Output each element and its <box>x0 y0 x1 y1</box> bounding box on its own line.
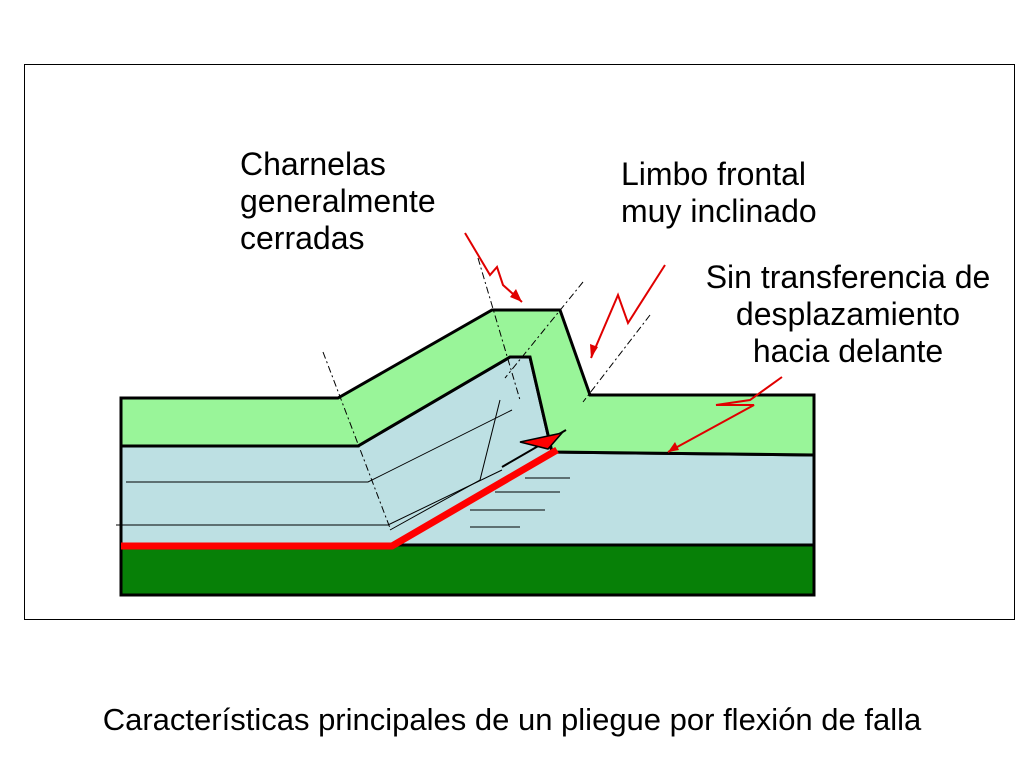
diagram-polygon <box>519 431 565 450</box>
hinges-annotation: Charnelas generalmente cerradas <box>240 146 436 257</box>
diagram-line <box>504 281 584 379</box>
front-limb-annotation: Limbo frontal muy inclinado <box>621 156 817 230</box>
annotation-line: hacia delante <box>752 333 944 369</box>
slip-arrow-icon <box>501 429 567 468</box>
arrowheads <box>510 289 679 452</box>
diagram-polyline <box>389 399 501 531</box>
diagram-polygon <box>590 344 598 358</box>
annotation-line: Limbo frontal <box>621 156 806 192</box>
diagram-polygon <box>510 289 522 302</box>
no-transfer-annotation: Sin transferencia de desplazamiento haci… <box>696 259 1000 370</box>
axial-traces <box>322 257 651 529</box>
annotation-line: Sin transferencia de <box>705 259 991 295</box>
diagram-line <box>322 351 391 529</box>
annotation-line: cerradas <box>240 220 365 256</box>
bedding-lines <box>116 399 570 531</box>
diagram-line <box>477 257 521 401</box>
figure-frame <box>24 64 1015 620</box>
annotation-line: Charnelas <box>240 146 386 182</box>
figure-caption: Características principales de un pliegu… <box>102 702 922 737</box>
diagram-line <box>582 314 651 403</box>
front-limb-arrow-icon <box>590 264 666 359</box>
annotation-line: muy inclinado <box>621 193 817 229</box>
annotation-line: desplazamiento <box>735 296 961 332</box>
diagram-polyline <box>126 409 513 483</box>
no-transfer-arrow-icon <box>667 376 783 453</box>
annotation-line: generalmente <box>240 183 436 219</box>
hinge-arrow-icon <box>464 232 523 303</box>
annotation-arrows <box>464 232 783 453</box>
diagram-polygon <box>668 442 679 452</box>
upper-layer <box>119 308 816 457</box>
fault-line <box>121 446 559 550</box>
base-layer <box>119 543 816 597</box>
